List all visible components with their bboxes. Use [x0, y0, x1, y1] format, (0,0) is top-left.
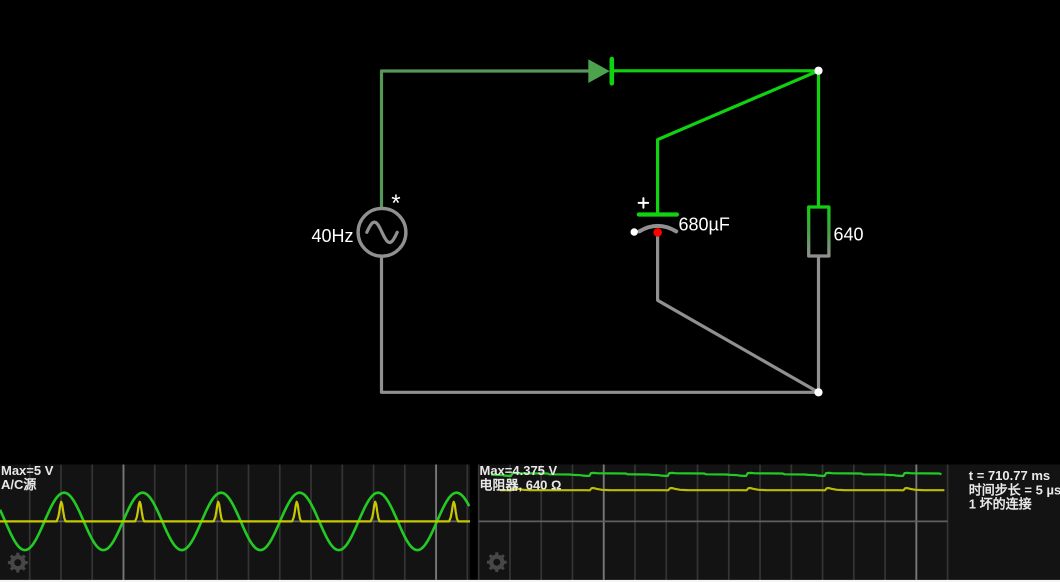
circuit-schematic [356, 56, 831, 397]
scope-right-channel-label: 电阻器, 640 Ω [480, 478, 562, 493]
ac-source-sine-symbol [365, 220, 399, 245]
scope-right-current-trace [500, 486, 945, 492]
scope-strip [0, 464, 1060, 580]
capacitor[interactable] [636, 197, 680, 234]
scope-right-voltage-trace [490, 471, 942, 477]
wire-junction-to-capacitor[interactable] [655, 69, 821, 214]
ac-source-circle [356, 206, 408, 258]
resistor[interactable] [807, 205, 831, 258]
scope-left-current-trace [0, 500, 470, 523]
resistor-body [807, 205, 831, 258]
source-frequency-label: 40Hz [311, 226, 353, 246]
junction-dot-top[interactable] [814, 66, 823, 75]
ac-source[interactable] [356, 206, 408, 258]
scope-panel-divider [470, 464, 479, 580]
wire-source-to-diode[interactable] [379, 69, 590, 209]
bad-connection-dot[interactable] [653, 228, 662, 237]
capacitor-unconnected-post-dot[interactable] [630, 228, 638, 236]
status-timestep-label: 时间步长 = 5 µs [969, 482, 1060, 497]
scope-right-max-label: Max=4.375 V [480, 463, 558, 478]
diode-triangle [588, 59, 610, 83]
capacitor-plus-sign [637, 197, 650, 209]
status-info: t = 710.77 ms 时间步长 = 5 µs 1 坏的连接 [969, 468, 1060, 512]
bottom-edge-strip [0, 579, 1060, 582]
diode[interactable] [588, 56, 615, 86]
status-connections-label: 1 坏的连接 [969, 497, 1032, 512]
scope-labels: Max=5 V A/C源 Max=4.375 V 电阻器, 640 Ω [1, 463, 561, 493]
circuit-labels: 40Hz * 680µF 640 [311, 190, 863, 246]
capacitor-value-label: 680µF [679, 215, 730, 235]
source-terminal-star: * [391, 190, 400, 217]
junction-dot-bottom[interactable] [814, 388, 823, 397]
capacitor-negative-plate [637, 223, 679, 234]
scope-left-max-label: Max=5 V [1, 463, 54, 478]
resistor-value-label: 640 [834, 225, 864, 245]
scope-left-channel-label: A/C源 [1, 477, 36, 492]
status-time-label: t = 710.77 ms [969, 468, 1050, 483]
scope-left-voltage-trace [0, 491, 471, 552]
